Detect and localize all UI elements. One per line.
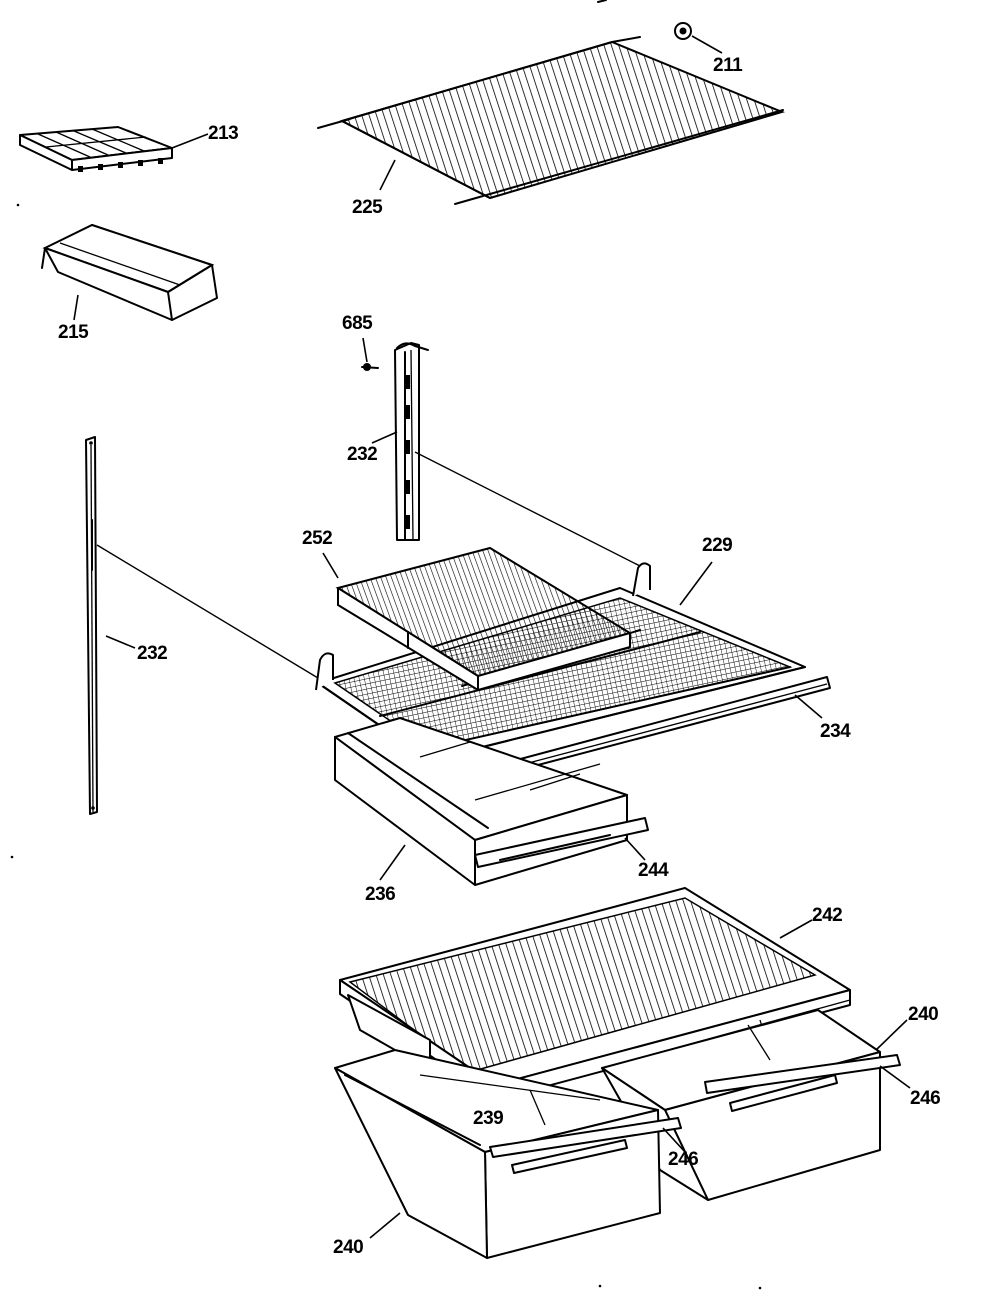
part-225-wire-shelf — [317, 36, 786, 205]
callout-236: 236 — [365, 884, 395, 905]
callout-232-left: 232 — [137, 643, 167, 664]
callout-239: 239 — [473, 1108, 503, 1129]
callout-232-upper: 232 — [347, 444, 377, 465]
callout-246-right: 246 — [910, 1088, 940, 1109]
part-232-left-rail — [85, 436, 319, 815]
callout-242: 242 — [812, 905, 842, 926]
callout-213: 213 — [208, 123, 238, 144]
part-232-upper-rail — [371, 342, 641, 567]
part-215-storage-bin — [41, 223, 218, 321]
callout-229: 229 — [702, 535, 732, 556]
callout-246-left: 246 — [668, 1149, 698, 1170]
callout-240-right: 240 — [908, 1004, 938, 1025]
callout-215: 215 — [58, 322, 89, 343]
callout-244: 244 — [638, 860, 669, 881]
callout-240-left: 240 — [333, 1237, 363, 1258]
callout-234: 234 — [820, 721, 851, 742]
part-211-grommet — [674, 22, 723, 54]
callout-685: 685 — [342, 313, 373, 334]
part-685-clip — [361, 337, 379, 371]
callout-252: 252 — [302, 528, 332, 549]
callout-211: 211 — [713, 55, 743, 76]
callout-225: 225 — [352, 197, 383, 218]
part-246-right-handle — [704, 1054, 911, 1094]
part-246-left-handle — [489, 1117, 686, 1158]
part-236-drawer — [334, 717, 649, 886]
part-252-glass-cover — [322, 546, 633, 691]
part-213-ice-tray — [19, 126, 209, 172]
